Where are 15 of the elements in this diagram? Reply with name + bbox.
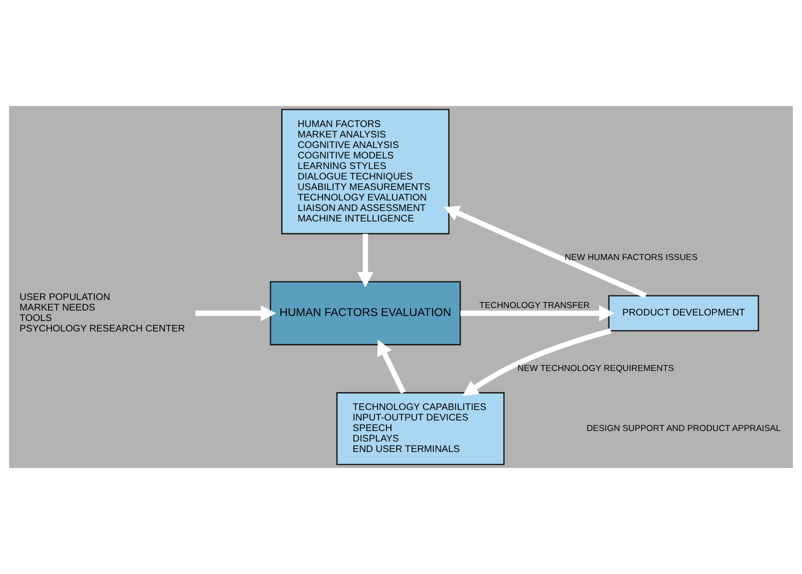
edge-label: NEW TECHNOLOGY REQUIREMENTS xyxy=(518,362,674,373)
node-text: USER POPULATION MARKET NEEDS TOOLS PSYCHOLOGY RESEARCH CENTER xyxy=(20,292,185,334)
arrow xyxy=(460,305,614,322)
edge-label: NEW HUMAN FACTORS ISSUES xyxy=(564,252,698,262)
arrow xyxy=(357,234,374,288)
arrow xyxy=(444,206,647,298)
arrow xyxy=(195,305,276,322)
node-box: PRODUCT DEVELOPMENT xyxy=(608,295,760,332)
arrow xyxy=(462,328,612,396)
node-box: TECHNOLOGY CAPABILITIES INPUT-OUTPUT DEVICES SPEECH DISPLAYS END USER TERMINALS xyxy=(336,392,505,466)
label: DESIGN SUPPORT AND PRODUCT APPRAISAL xyxy=(586,422,781,433)
node-box: HUMAN FACTORS MARKET ANALYSIS COGNITIVE ANALYSIS COGNITIVE MODELS LEARNING STYLES DIALOGUE TECHNIQUES USABILITY MEASUREMENTS TECHNOLOGY EVALUATION LIAISON AND ASSESSMENT MACHINE INTELLIGENCE xyxy=(281,108,450,234)
arrow xyxy=(377,340,406,394)
node-box: HUMAN FACTORS EVALUATION xyxy=(270,281,461,346)
edge-label: TECHNOLOGY TRANSFER xyxy=(479,300,590,310)
